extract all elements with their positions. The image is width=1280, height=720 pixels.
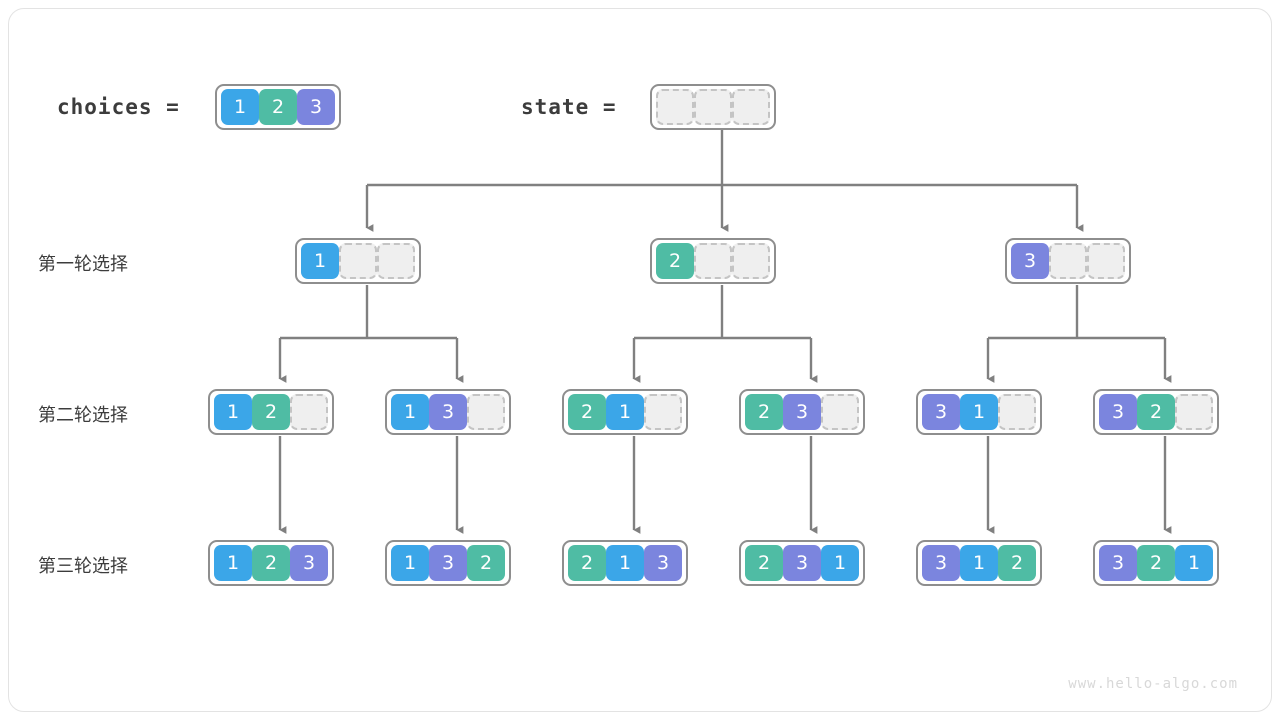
round1-node-0: 1 xyxy=(295,238,421,284)
round1-node-2: 3 xyxy=(1005,238,1131,284)
round2-node-5-cell-2 xyxy=(1175,394,1213,430)
round2-node-3-cell-0: 2 xyxy=(745,394,783,430)
round3-node-5-cell-0: 3 xyxy=(1099,545,1137,581)
choices-label: choices = xyxy=(57,95,180,119)
round3-node-0-cell-0: 1 xyxy=(214,545,252,581)
round3-node-5-cell-1: 2 xyxy=(1137,545,1175,581)
round2-node-1-cell-0: 1 xyxy=(391,394,429,430)
round1-node-0-cell-2 xyxy=(377,243,415,279)
state-cell-2 xyxy=(732,89,770,125)
round1-node-1-cell-0: 2 xyxy=(656,243,694,279)
round2-node-4-cell-1: 1 xyxy=(960,394,998,430)
round3-node-4: 3 1 2 xyxy=(916,540,1042,586)
row-label-round-1: 第一轮选择 xyxy=(38,254,128,275)
round3-node-2-cell-2: 3 xyxy=(644,545,682,581)
round2-node-0-cell-2 xyxy=(290,394,328,430)
round2-node-4-cell-0: 3 xyxy=(922,394,960,430)
round1-node-1-cell-2 xyxy=(732,243,770,279)
round2-node-1-cell-2 xyxy=(467,394,505,430)
choices-cell-1: 2 xyxy=(259,89,297,125)
row-label-round-3: 第三轮选择 xyxy=(38,556,128,577)
round2-node-0-cell-0: 1 xyxy=(214,394,252,430)
round2-node-0-cell-1: 2 xyxy=(252,394,290,430)
state-cell-0 xyxy=(656,89,694,125)
round3-node-1-cell-0: 1 xyxy=(391,545,429,581)
round3-node-1-cell-2: 2 xyxy=(467,545,505,581)
round3-node-2-cell-1: 1 xyxy=(606,545,644,581)
choices-cell-0: 1 xyxy=(221,89,259,125)
round2-node-2-cell-1: 1 xyxy=(606,394,644,430)
round2-node-3-cell-2 xyxy=(821,394,859,430)
round2-node-0: 1 2 xyxy=(208,389,334,435)
round2-node-5-cell-0: 3 xyxy=(1099,394,1137,430)
round2-node-1: 1 3 xyxy=(385,389,511,435)
round3-node-4-cell-0: 3 xyxy=(922,545,960,581)
choices-array: 1 2 3 xyxy=(215,84,341,130)
round3-node-3-cell-2: 1 xyxy=(821,545,859,581)
round1-node-2-cell-2 xyxy=(1087,243,1125,279)
round1-node-0-cell-1 xyxy=(339,243,377,279)
round3-node-2: 2 1 3 xyxy=(562,540,688,586)
round3-node-5-cell-2: 1 xyxy=(1175,545,1213,581)
round1-node-1: 2 xyxy=(650,238,776,284)
state-label: state = xyxy=(521,95,617,119)
round3-node-0-cell-1: 2 xyxy=(252,545,290,581)
round3-node-3-cell-1: 3 xyxy=(783,545,821,581)
round3-node-2-cell-0: 2 xyxy=(568,545,606,581)
round2-node-3-cell-1: 3 xyxy=(783,394,821,430)
round3-node-0-cell-2: 3 xyxy=(290,545,328,581)
state-array xyxy=(650,84,776,130)
round3-node-5: 3 2 1 xyxy=(1093,540,1219,586)
round3-node-4-cell-1: 1 xyxy=(960,545,998,581)
round3-node-3-cell-0: 2 xyxy=(745,545,783,581)
state-cell-1 xyxy=(694,89,732,125)
round2-node-3: 2 3 xyxy=(739,389,865,435)
round3-node-1: 1 3 2 xyxy=(385,540,511,586)
round2-node-2-cell-0: 2 xyxy=(568,394,606,430)
round3-node-1-cell-1: 3 xyxy=(429,545,467,581)
round1-node-0-cell-0: 1 xyxy=(301,243,339,279)
round1-node-2-cell-1 xyxy=(1049,243,1087,279)
round1-node-1-cell-1 xyxy=(694,243,732,279)
choices-cell-2: 3 xyxy=(297,89,335,125)
diagram-frame xyxy=(8,8,1272,712)
round2-node-4: 3 1 xyxy=(916,389,1042,435)
round2-node-5: 3 2 xyxy=(1093,389,1219,435)
round2-node-2: 2 1 xyxy=(562,389,688,435)
row-label-round-2: 第二轮选择 xyxy=(38,405,128,426)
round2-node-2-cell-2 xyxy=(644,394,682,430)
round3-node-0: 1 2 3 xyxy=(208,540,334,586)
round1-node-2-cell-0: 3 xyxy=(1011,243,1049,279)
round3-node-4-cell-2: 2 xyxy=(998,545,1036,581)
round2-node-1-cell-1: 3 xyxy=(429,394,467,430)
round2-node-4-cell-2 xyxy=(998,394,1036,430)
round3-node-3: 2 3 1 xyxy=(739,540,865,586)
watermark: www.hello-algo.com xyxy=(1068,676,1238,692)
round2-node-5-cell-1: 2 xyxy=(1137,394,1175,430)
